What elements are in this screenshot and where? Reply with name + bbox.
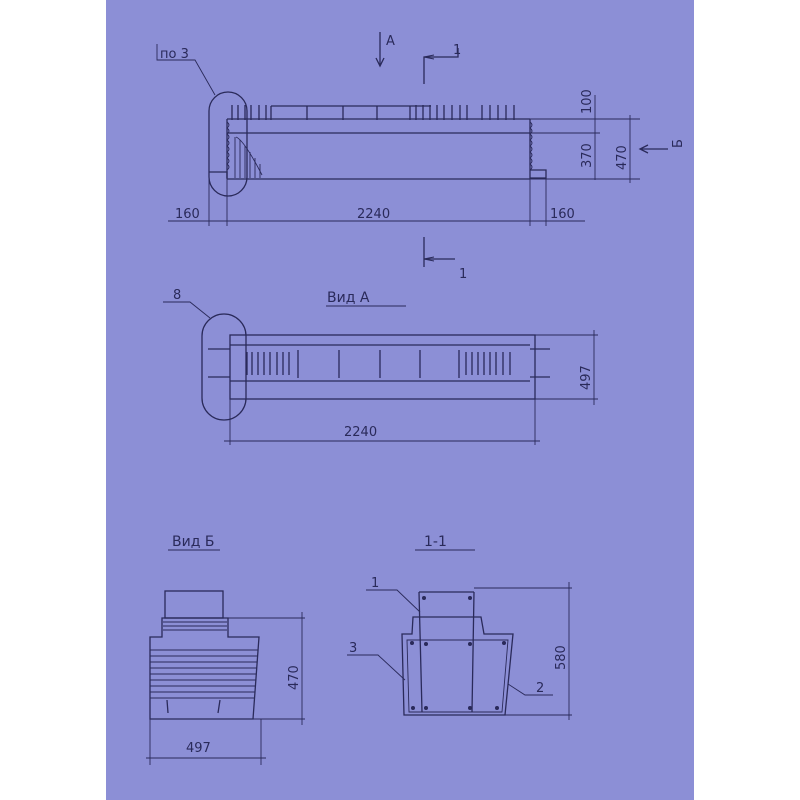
- elevation-view: по 3 А 1 160 2240 160: [156, 32, 686, 282]
- view-b-dim-height: 470: [287, 665, 302, 690]
- view-a-body: [229, 334, 536, 400]
- section-callout-1: 1: [371, 576, 379, 591]
- section-dim-height: 580: [554, 645, 569, 670]
- section-mark-bottom-label: 1: [459, 267, 467, 282]
- dim-right-overhang: 160: [550, 207, 575, 222]
- detail-callout-outline: [208, 91, 248, 197]
- view-a-detail-outline: [201, 313, 247, 421]
- section-callout-2: 2: [536, 681, 544, 696]
- view-arrow-a-label: А: [386, 34, 395, 49]
- section-title: 1-1: [424, 534, 447, 550]
- view-a-callout: 8: [173, 288, 181, 303]
- section-1-1: 1-1 1 3 2 580: [347, 534, 572, 720]
- dim-body-height: 370: [580, 143, 595, 168]
- dim-left-overhang: 160: [175, 207, 200, 222]
- section-mark-top-label: 1: [453, 43, 461, 58]
- view-arrow-b-label: Б: [671, 139, 686, 148]
- view-a-title: Вид А: [327, 290, 370, 306]
- view-b-dim-width: 497: [186, 741, 211, 756]
- view-b-top-block: [164, 590, 224, 619]
- section-callout-3: 3: [349, 641, 357, 656]
- view-b: Вид Б 470 497: [146, 534, 305, 765]
- dim-total-height: 470: [615, 145, 630, 170]
- view-a: Вид А 8 497 2240: [163, 288, 598, 445]
- view-a-dim-width: 497: [579, 365, 594, 390]
- dim-length: 2240: [357, 207, 390, 222]
- view-a-dim-length: 2240: [344, 425, 377, 440]
- dim-top-height: 100: [580, 89, 595, 114]
- elevation-callout: по 3: [160, 47, 189, 62]
- view-b-title: Вид Б: [172, 534, 214, 550]
